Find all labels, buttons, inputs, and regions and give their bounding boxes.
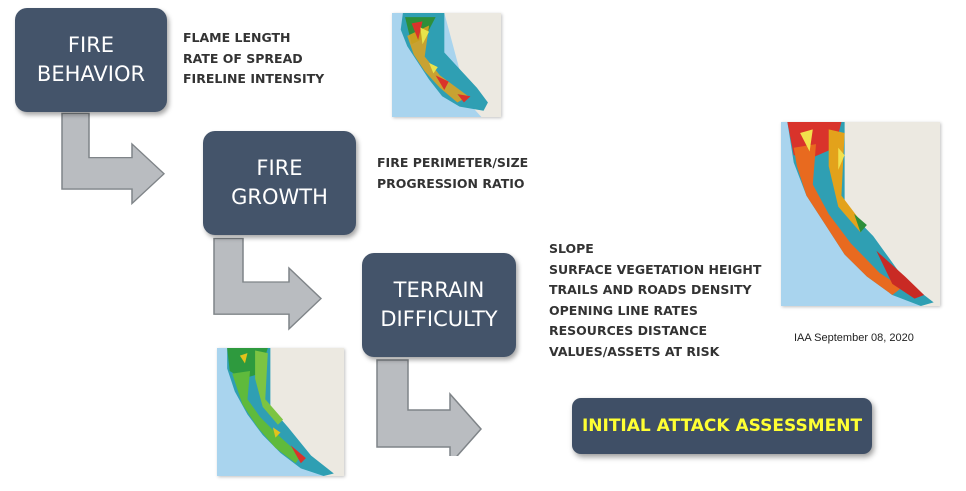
output-item: SURFACE VEGETATION HEIGHT (549, 261, 762, 277)
output-item: FIRE PERIMETER/SIZE (377, 155, 529, 170)
step-title-line2: BEHAVIOR (36, 62, 146, 86)
terrain-difficulty-outputs: SLOPE SURFACE VEGETATION HEIGHT TRAILS A… (549, 239, 761, 363)
step-fire-growth-box: FIRE GROWTH (203, 131, 356, 235)
arrow-growth-to-terrain (213, 237, 323, 331)
output-item: SLOPE (549, 241, 594, 256)
step-title-line2: DIFFICULTY (380, 307, 498, 331)
step-title-line2: GROWTH (231, 185, 328, 209)
fire-behavior-outputs: FLAME LENGTH RATE OF SPREAD FIRELINE INT… (183, 28, 324, 90)
step-title-line1: FIRE (67, 33, 115, 57)
fire-behavior-map (392, 13, 501, 117)
arrow-behavior-to-growth (61, 112, 166, 206)
iaa-map (781, 122, 940, 306)
arrow-terrain-to-assessment (376, 359, 483, 456)
output-item: PROGRESSION RATIO (377, 175, 525, 191)
step-terrain-difficulty-box: TERRAIN DIFFICULTY (362, 253, 516, 357)
output-item: FLAME LENGTH (183, 30, 291, 45)
output-item: TRAILS AND ROADS DENSITY (549, 282, 752, 298)
output-item: OPENING LINE RATES (549, 302, 698, 318)
step-title-line1: FIRE (256, 156, 303, 180)
initial-attack-assessment-box: INITIAL ATTACK ASSESSMENT (572, 398, 872, 454)
output-item: VALUES/ASSETS AT RISK (549, 343, 720, 359)
result-label: INITIAL ATTACK ASSESSMENT (581, 416, 863, 436)
output-item: RESOURCES DISTANCE (549, 323, 708, 339)
step-title-line1: TERRAIN (393, 278, 485, 302)
output-item: RATE OF SPREAD (183, 50, 303, 66)
output-item: FIRELINE INTENSITY (183, 71, 325, 87)
fire-growth-outputs: FIRE PERIMETER/SIZE PROGRESSION RATIO (377, 153, 528, 194)
terrain-map (217, 348, 344, 476)
step-fire-behavior-box: FIRE BEHAVIOR (15, 8, 167, 112)
map-caption: IAA September 08, 2020 (794, 332, 914, 344)
